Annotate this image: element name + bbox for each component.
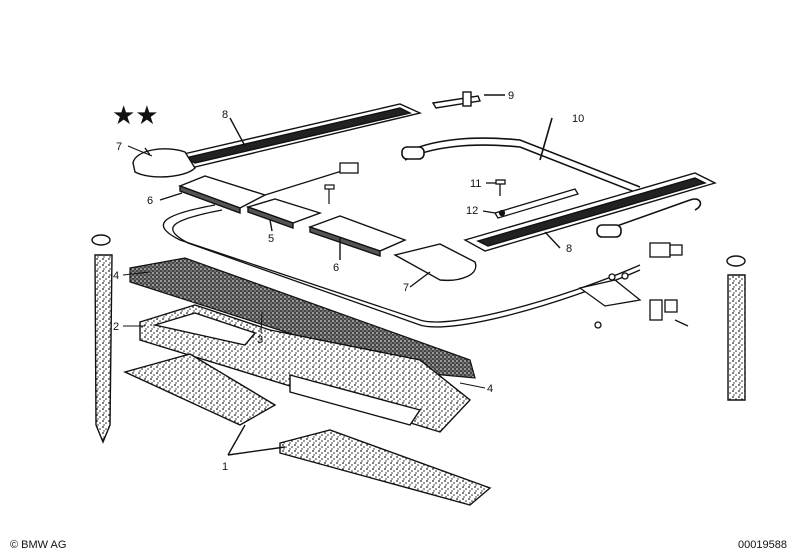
label-8-right: 8 bbox=[566, 243, 572, 255]
copyright-notice: © BMW AG bbox=[10, 539, 67, 551]
label-1: 1 bbox=[222, 461, 228, 473]
part-10-frame bbox=[401, 117, 702, 238]
label-6-bottom: 6 bbox=[333, 262, 339, 274]
part-7-slide-plate-lower bbox=[393, 243, 477, 288]
label-8-top: 8 bbox=[222, 109, 228, 121]
part-2-headliner-panel bbox=[139, 304, 472, 433]
screw-upper bbox=[324, 184, 335, 204]
part-11-screw bbox=[486, 179, 506, 196]
callout-labels: 8 7 6 5 6 7 9 10 11 12 8 4 2 3 4 1 bbox=[113, 90, 584, 473]
part-7-slide-plate-upper bbox=[132, 147, 196, 178]
label-7-bottom: 7 bbox=[403, 282, 409, 294]
double-star-marking: ★★ bbox=[112, 100, 159, 130]
label-12: 12 bbox=[466, 205, 478, 217]
part-6-plate-lower bbox=[307, 215, 407, 260]
label-7-top: 7 bbox=[116, 141, 122, 153]
part-8-rail-right bbox=[463, 172, 717, 252]
drive-mechanism bbox=[339, 162, 689, 329]
part-1-cover-panel bbox=[122, 353, 492, 506]
part-5-plate bbox=[245, 198, 323, 232]
label-11: 11 bbox=[470, 178, 481, 190]
label-4-right: 4 bbox=[487, 383, 493, 395]
leader-lines bbox=[122, 145, 486, 389]
label-5: 5 bbox=[268, 233, 274, 245]
part-12-strip bbox=[482, 188, 579, 219]
label-3: 3 bbox=[257, 334, 263, 346]
document-number: 00019588 bbox=[738, 539, 787, 551]
side-post-right bbox=[726, 255, 746, 401]
label-6-top: 6 bbox=[147, 195, 153, 207]
label-4-left: 4 bbox=[113, 270, 119, 282]
label-10: 10 bbox=[572, 113, 584, 125]
label-9: 9 bbox=[508, 90, 514, 102]
sunroof-cable bbox=[162, 169, 641, 328]
part-4-seal bbox=[129, 257, 476, 379]
part-8-rail-left bbox=[173, 103, 423, 168]
part-9-pin bbox=[431, 91, 505, 109]
side-post-left bbox=[91, 234, 113, 444]
label-2: 2 bbox=[113, 321, 119, 333]
